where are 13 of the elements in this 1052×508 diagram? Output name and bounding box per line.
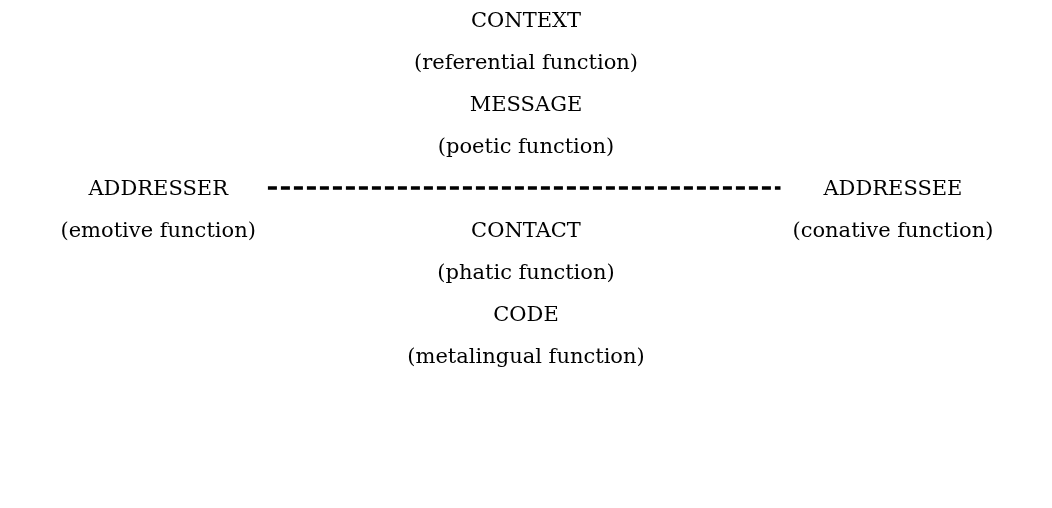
dashed-line xyxy=(267,186,781,190)
contact-label: CONTACT xyxy=(471,217,581,244)
function-label: (phatic function) xyxy=(437,259,615,286)
function-label: (poetic function) xyxy=(437,133,615,160)
message-label: MESSAGE xyxy=(469,91,583,118)
role-label: ADDRESSER xyxy=(88,175,228,202)
function-label: (conative function) xyxy=(792,217,994,244)
context-label: CONTEXT xyxy=(471,7,581,34)
role-label: ADDRESSEE xyxy=(823,175,963,202)
function-label: (emotive function) xyxy=(60,217,256,244)
function-label: (metalingual function) xyxy=(407,343,645,370)
function-label: (referential function) xyxy=(414,49,638,76)
code-label: CODE xyxy=(493,301,559,328)
